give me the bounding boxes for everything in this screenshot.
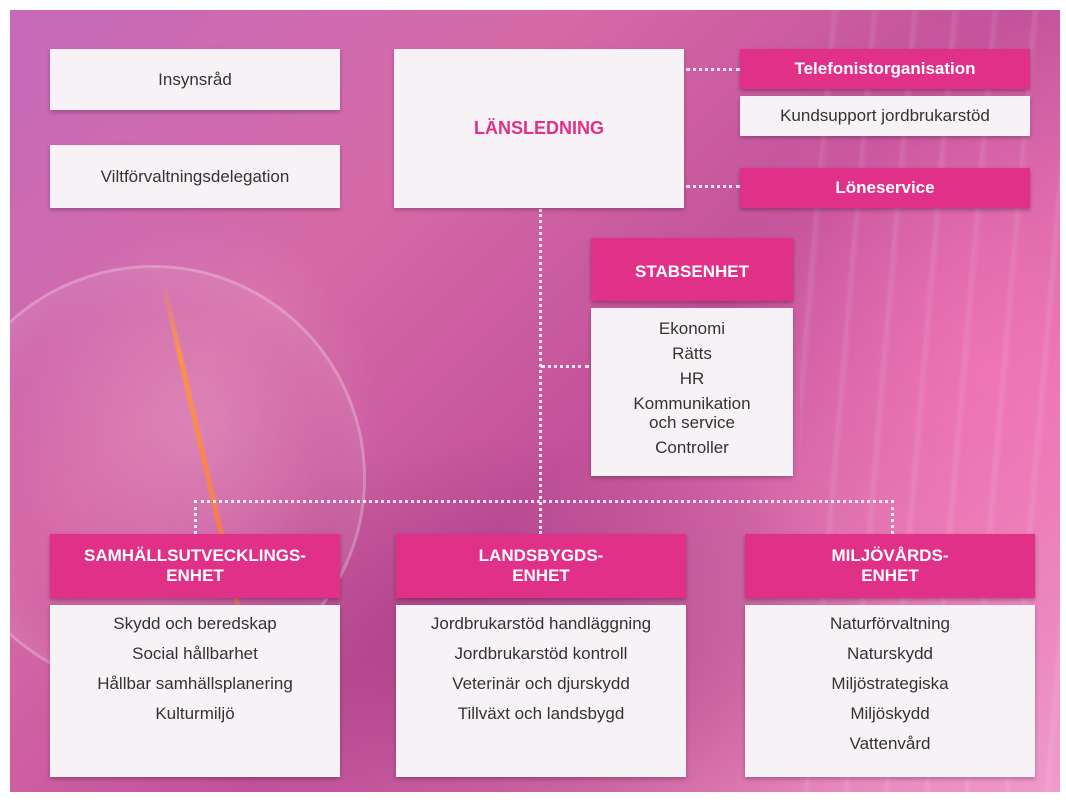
connector-lansledning-telefonist [686,68,740,71]
viltforvaltningsdelegation-box: Viltförvaltningsdelegation [50,145,340,208]
list-item: Jordbrukarstöd handläggning [430,614,652,633]
list-item: Ekonomi [658,319,726,338]
insynsrad-box: Insynsråd [50,49,340,110]
unit-title-line: MILJÖVÅRDS- [831,546,949,565]
list-item: Miljöskydd [850,704,930,723]
connector-lansledning-loneservice [686,185,740,188]
list-item: Controller [655,438,729,457]
stabsenhet-header: STABSENHET [591,238,793,301]
viltforvaltningsdelegation-label: Viltförvaltningsdelegation [100,166,290,186]
list-item: Veterinär och djurskydd [452,674,630,693]
landsbygdsenhet-list: Jordbrukarstöd handläggning Jordbrukarst… [396,605,686,777]
telefonistorganisation-header: Telefonistorganisation [740,49,1030,89]
miljovardsenhet-header: MILJÖVÅRDS- ENHET [745,534,1035,598]
list-item: Rätts [672,344,712,363]
stabsenhet-list: Ekonomi Rätts HR Kommunikation och servi… [591,308,793,476]
unit-title-line: ENHET [512,566,570,585]
landsbygdsenhet-header: LANDSBYGDS- ENHET [396,534,686,598]
list-item: Kulturmiljö [155,704,235,723]
list-item: Skydd och beredskap [113,614,277,633]
unit-title-line: ENHET [861,566,919,585]
telefonistorganisation-label: Telefonistorganisation [794,59,976,78]
stabsenhet-title: STABSENHET [635,262,749,281]
list-item: Kommunikation [633,394,751,413]
insynsrad-label: Insynsråd [158,69,232,89]
list-item: Naturskydd [847,644,933,663]
list-item: Vattenvård [849,734,931,753]
connector-unit-miljo [891,500,894,534]
loneservice-header: Löneservice [740,168,1030,208]
list-item: Tillväxt och landsbygd [457,704,625,723]
lansledning-box: LÄNSLEDNING [394,49,684,208]
samhallsutvecklingsenhet-list: Skydd och beredskap Social hållbarhet Hå… [50,605,340,777]
unit-title-line: ENHET [166,566,224,585]
unit-title-line: LANDSBYGDS- [478,546,604,565]
connector-trunk-stabsenhet [541,365,589,368]
connector-trunk [539,209,542,534]
connector-unit-samhall [194,500,197,534]
connector-units-bar [194,500,894,503]
list-item: Hållbar samhällsplanering [97,674,293,693]
list-item: HR [679,369,705,388]
miljovardsenhet-list: Naturförvaltning Naturskydd Miljöstrateg… [745,605,1035,777]
list-item: Jordbrukarstöd kontroll [454,644,628,663]
samhallsutvecklingsenhet-header: SAMHÄLLSUTVECKLINGS- ENHET [50,534,340,598]
list-item: och service [649,413,735,432]
unit-title-line: SAMHÄLLSUTVECKLINGS- [84,546,306,565]
kundsupport-box: Kundsupport jordbrukarstöd [740,96,1030,136]
list-item: Naturförvaltning [829,614,950,633]
loneservice-label: Löneservice [835,178,935,197]
list-item: Social hållbarhet [132,644,258,663]
kundsupport-label: Kundsupport jordbrukarstöd [780,106,990,125]
list-item: Miljöstrategiska [831,674,949,693]
org-chart: Insynsråd Viltförvaltningsdelegation LÄN… [10,10,1060,792]
lansledning-label: LÄNSLEDNING [474,118,604,138]
